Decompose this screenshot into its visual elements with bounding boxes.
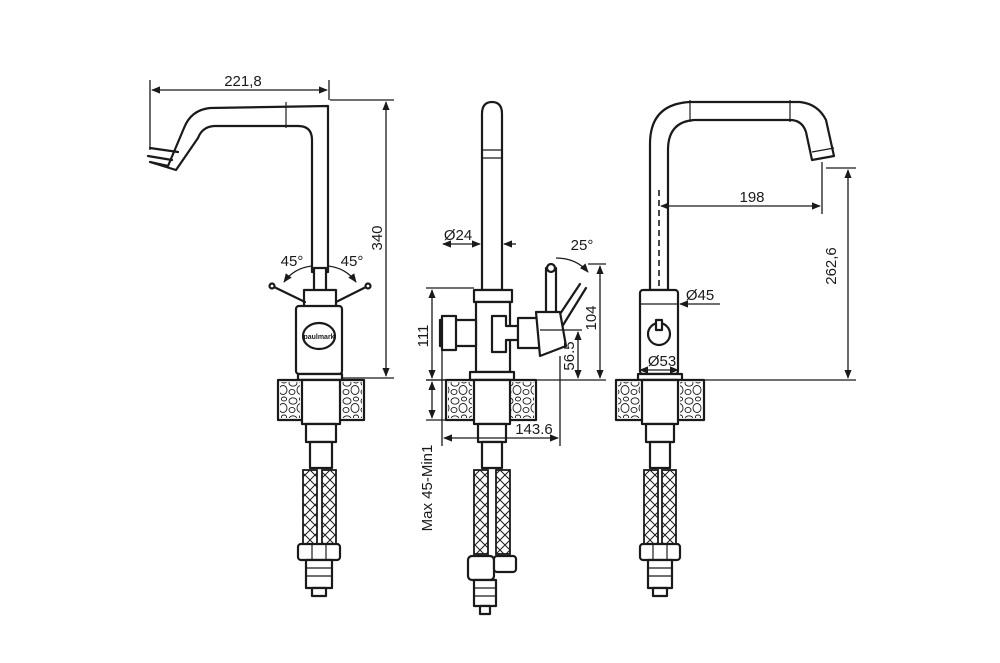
- lever-height-label: 104: [583, 305, 600, 330]
- right-hose-b: [661, 469, 677, 545]
- angle-left-label: 45°: [281, 253, 304, 270]
- left-lever-left: [270, 284, 307, 304]
- right-spout: [648, 100, 836, 292]
- left-lever-right: [334, 284, 370, 304]
- outlet-height-label: 56.5: [561, 341, 578, 370]
- brand-text: paulmark: [303, 334, 334, 341]
- spout-height-label: 262,6: [823, 247, 840, 285]
- right-view: 198 262,6 Ø45 Ø53: [614, 100, 856, 598]
- middle-hose-b: [495, 469, 511, 555]
- mount-label: Max 45-Min1: [419, 445, 436, 532]
- left-hose-a: [302, 469, 318, 545]
- middle-spout: [480, 100, 504, 292]
- middle-view: Ø24 25° 111 104 56.5 143.6 Max 45-Min1: [415, 100, 606, 616]
- left-view: paulmark 221,8 340 45° 45°: [146, 73, 394, 598]
- middle-hose-a: [473, 469, 489, 555]
- right-hose-a: [643, 469, 659, 545]
- depth-label: 143.6: [515, 421, 553, 438]
- angle-right-label: 45°: [341, 253, 364, 270]
- brand-badge: [301, 321, 337, 351]
- left-height-label: 340: [369, 225, 386, 250]
- lever-angle-label: 25°: [571, 237, 594, 254]
- body-height-label: 111: [415, 325, 432, 348]
- reach-label: 198: [739, 189, 764, 206]
- left-width-label: 221,8: [224, 73, 262, 90]
- left-spout: [148, 104, 330, 274]
- spout-diameter-label: Ø24: [444, 227, 472, 244]
- base-diameter-label: Ø53: [648, 353, 676, 370]
- left-hose-b: [321, 469, 337, 545]
- knob-diameter-label: Ø45: [686, 287, 714, 304]
